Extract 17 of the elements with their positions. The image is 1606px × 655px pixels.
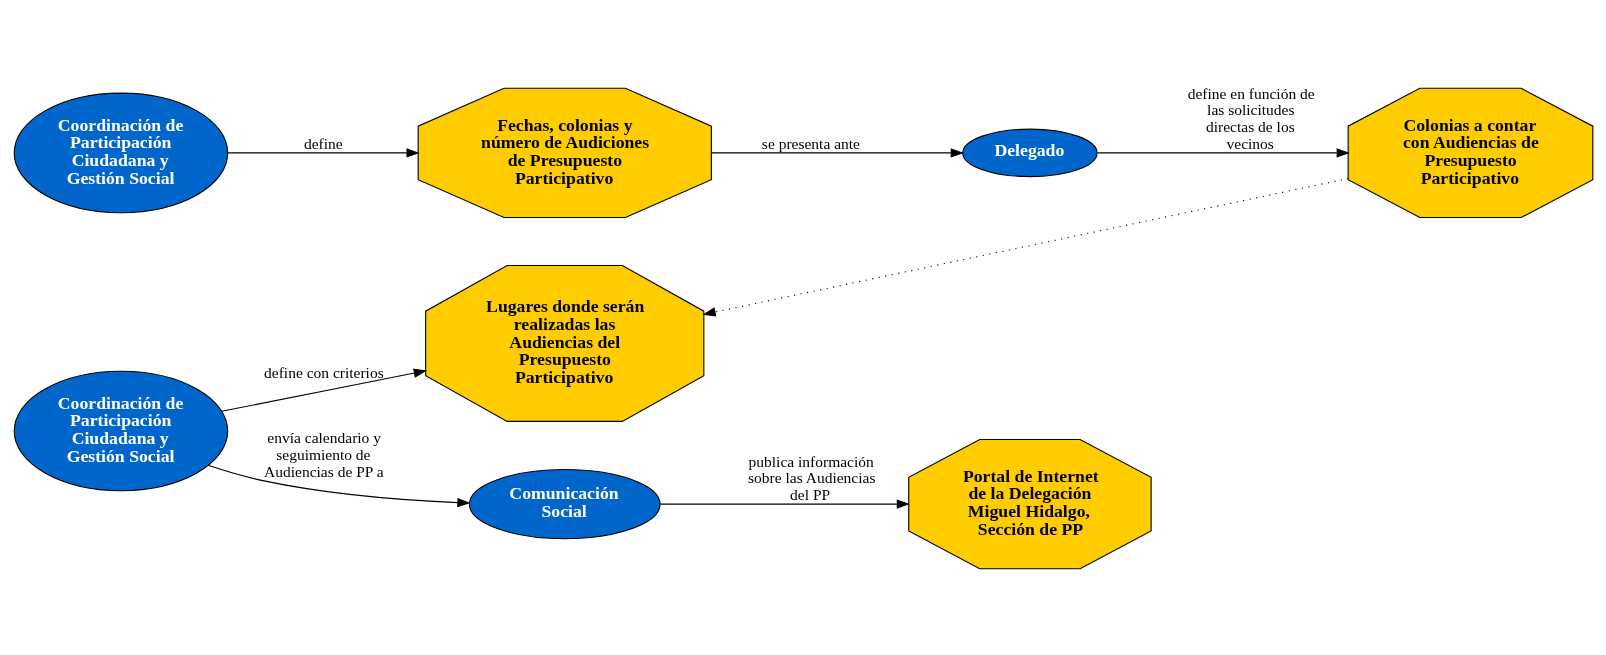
arrow [207,464,471,508]
node-ellipse: Coordinación de Participación Ciudadana y Gestión Social [13,370,228,492]
edge-label: publica información sobre las Audiencias del PP [747,452,875,503]
arrow [701,177,1349,317]
edge-label: se presenta ante [761,134,860,152]
node-ellipse: Coordinación de Participación Ciudadana y Gestión Social [13,92,228,214]
node-ellipse: Comunicación Social [468,468,661,540]
arrow [226,148,420,158]
edge-label: define en función de las solicitudes directas de los vecinos [1187,84,1315,152]
arrow [710,148,964,158]
node-ellipse: Delegado [961,128,1098,178]
arrow [659,499,910,509]
edge-label: define con criterios [263,364,384,382]
arrow [220,368,427,412]
edge-label: envía calendario y seguimiento de Audiencias de PP a [263,429,384,480]
arrow [1096,148,1350,158]
edge-label: define [303,134,343,152]
